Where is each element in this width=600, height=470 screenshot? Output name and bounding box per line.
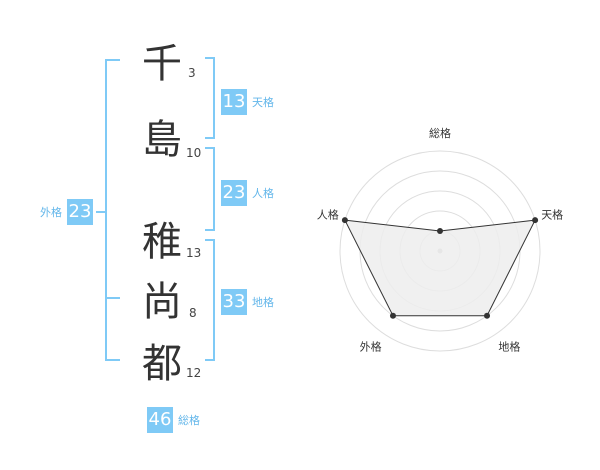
gaikaku-label: 外格 xyxy=(40,206,62,219)
jinkaku-badge: 23 人格 xyxy=(221,180,274,206)
stroke-count-3: 13 xyxy=(186,246,202,260)
gaikaku-bracket xyxy=(105,59,120,361)
gaikaku-value: 23 xyxy=(67,199,93,225)
stroke-count-1: 3 xyxy=(188,66,196,80)
kanji-char-3: 稚 xyxy=(142,219,182,265)
radar-grid-ring xyxy=(339,150,541,352)
jinkaku-label: 人格 xyxy=(252,187,274,200)
tenkaku-bracket xyxy=(205,57,215,139)
chikaku-badge: 33 地格 xyxy=(221,289,274,315)
stroke-count-5: 12 xyxy=(186,366,202,380)
tenkaku-value: 13 xyxy=(221,89,247,115)
radar-axis-label-4: 外格 xyxy=(360,340,382,354)
kanji-char-2: 島 xyxy=(142,117,182,163)
chikaku-value: 33 xyxy=(221,289,247,315)
gaikaku-badge: 外格 23 xyxy=(40,199,93,225)
stroke-count-4: 8 xyxy=(189,306,197,320)
soukaku-badge: 46 総格 xyxy=(147,407,200,433)
soukaku-label: 総格 xyxy=(178,414,200,427)
radar-series-polygon xyxy=(344,219,536,317)
kanji-char-5: 都 xyxy=(142,341,182,387)
radar-axis-label-1: 総格 xyxy=(429,126,451,140)
kanji-char-1: 千 xyxy=(142,41,182,87)
radar-point-3 xyxy=(484,312,491,319)
stroke-count-2: 10 xyxy=(186,146,202,160)
radar-point-2 xyxy=(532,217,539,224)
chikaku-label: 地格 xyxy=(252,296,274,309)
soukaku-value: 46 xyxy=(147,407,173,433)
radar-axis-label-2: 天格 xyxy=(541,208,563,222)
jinkaku-bracket xyxy=(205,147,215,231)
radar-axis-label-3: 地格 xyxy=(498,340,520,354)
tenkaku-label: 天格 xyxy=(252,96,274,109)
radar-point-4 xyxy=(389,312,396,319)
jinkaku-value: 23 xyxy=(221,180,247,206)
tenkaku-badge: 13 天格 xyxy=(221,89,274,115)
kanji-char-4: 尚 xyxy=(142,279,182,325)
radar-axis-label-5: 人格 xyxy=(317,208,339,222)
radar-point-5 xyxy=(341,217,348,224)
chikaku-bracket xyxy=(205,239,215,361)
radar-point-1 xyxy=(437,228,443,234)
